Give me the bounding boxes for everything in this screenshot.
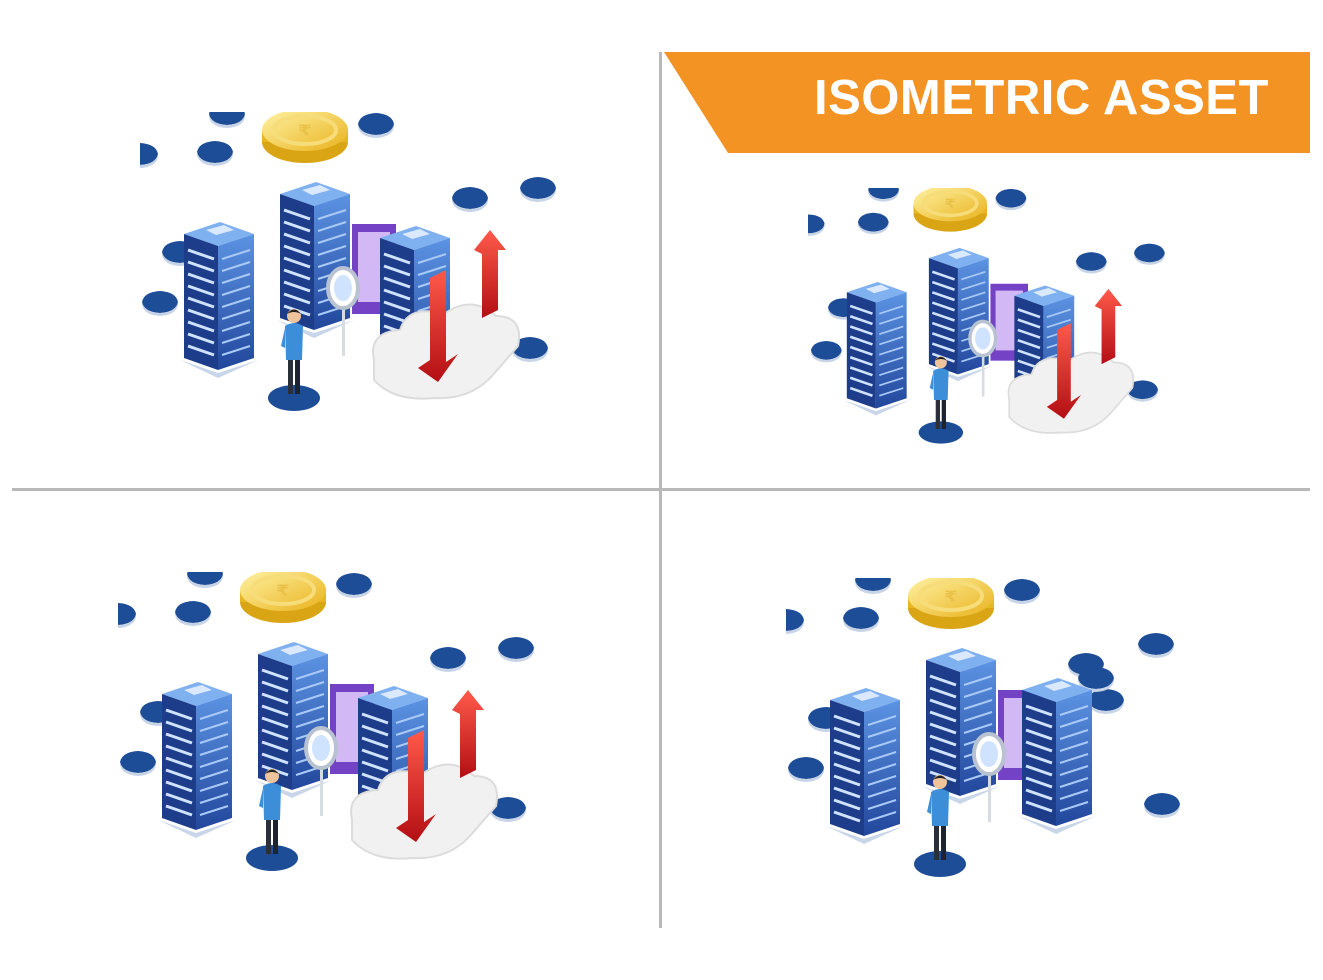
title-banner: ISOMETRIC ASSET <box>664 52 1310 153</box>
panel-top-right <box>808 188 1178 453</box>
server-scene-icon <box>808 188 1165 444</box>
panel-bottom-left <box>118 572 548 882</box>
banner-title: ISOMETRIC ASSET <box>814 71 1269 125</box>
banner-shape <box>664 52 1310 153</box>
vertical-divider <box>659 52 662 928</box>
server-scene-no-cloud-icon <box>786 578 1180 877</box>
panel-top-left <box>140 112 570 422</box>
panel-bottom-right <box>786 578 1216 888</box>
server-scene-icon <box>118 572 534 871</box>
server-scene-icon <box>140 112 556 411</box>
